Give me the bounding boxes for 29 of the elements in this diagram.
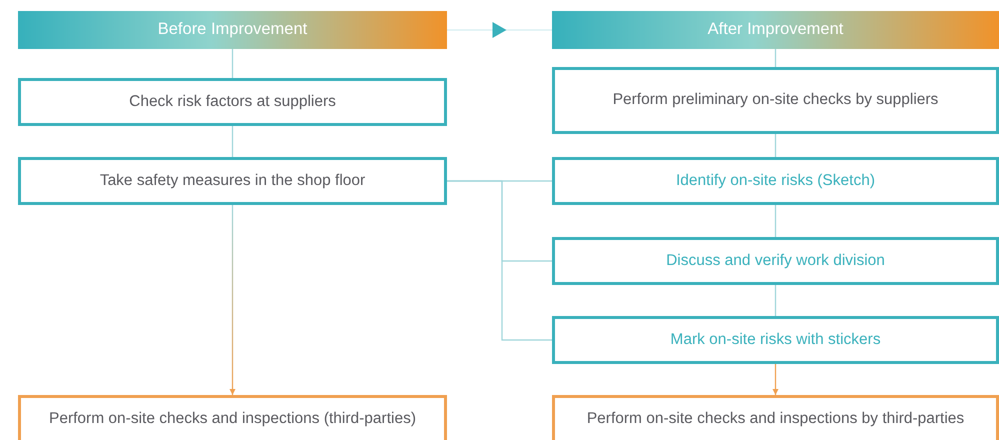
connector-line: [772, 364, 778, 395]
step-text: Mark on-site risks with stickers: [669, 330, 882, 350]
connector-line: [774, 49, 776, 67]
connector-line: [774, 285, 776, 316]
column-header: [18, 11, 447, 49]
process-box: [552, 67, 999, 134]
process-box: [18, 157, 447, 205]
step-text: Take safety measures in the shop floor: [98, 170, 366, 191]
step-text: Perform preliminary on-site checks by suppliers: [612, 90, 940, 110]
connector-line: [774, 205, 776, 237]
connector-line: [230, 205, 236, 395]
step-text: After Improvement: [706, 19, 844, 40]
step-text: Check risk factors at suppliers: [128, 92, 337, 112]
process-box: [18, 78, 447, 126]
process-box: [552, 157, 999, 205]
result-box: [552, 395, 999, 440]
step-text: Perform on-site checks and inspections by third-parties: [586, 408, 966, 429]
step-text: Before Improvement: [156, 19, 308, 40]
column-header: [552, 11, 999, 49]
connector-line: [232, 126, 234, 157]
connector-line: [447, 180, 552, 182]
step-text: Identify on-site risks (Sketch): [675, 170, 876, 191]
process-box: [552, 316, 999, 364]
process-box: [552, 237, 999, 285]
connector-line: [774, 134, 776, 157]
result-box: [18, 395, 447, 440]
connector-line: [232, 49, 234, 78]
step-text: Discuss and verify work division: [665, 250, 886, 271]
step-text: Perform on-site checks and inspections (third-parties): [48, 408, 417, 429]
